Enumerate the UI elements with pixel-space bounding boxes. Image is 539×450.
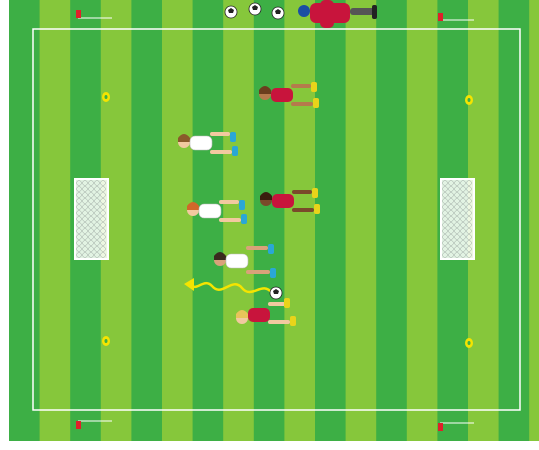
grass-stripe	[346, 0, 377, 441]
cone-top-left	[102, 92, 110, 102]
cone-top-right	[465, 95, 473, 105]
grass-stripe	[193, 0, 224, 441]
grass-stripe	[499, 0, 530, 441]
grass-stripe	[131, 0, 162, 441]
grass-stripe	[407, 0, 438, 441]
dribbling-ball	[270, 287, 282, 299]
goal-left	[75, 179, 108, 259]
grass-stripe	[254, 0, 285, 441]
grass-stripe	[529, 0, 539, 441]
cone-bottom-left	[102, 336, 110, 346]
soccer-ball-icon	[272, 7, 284, 19]
grass-stripe	[162, 0, 193, 441]
soccer-ball-icon	[225, 6, 237, 18]
soccer-ball-icon	[249, 3, 261, 15]
grass-stripe	[284, 0, 315, 441]
grass-stripe	[40, 0, 71, 441]
goal-right	[441, 179, 474, 259]
grass-stripe	[315, 0, 346, 441]
grass-stripe	[376, 0, 407, 441]
grass-stripe	[9, 0, 40, 441]
cone-bottom-right	[465, 338, 473, 348]
